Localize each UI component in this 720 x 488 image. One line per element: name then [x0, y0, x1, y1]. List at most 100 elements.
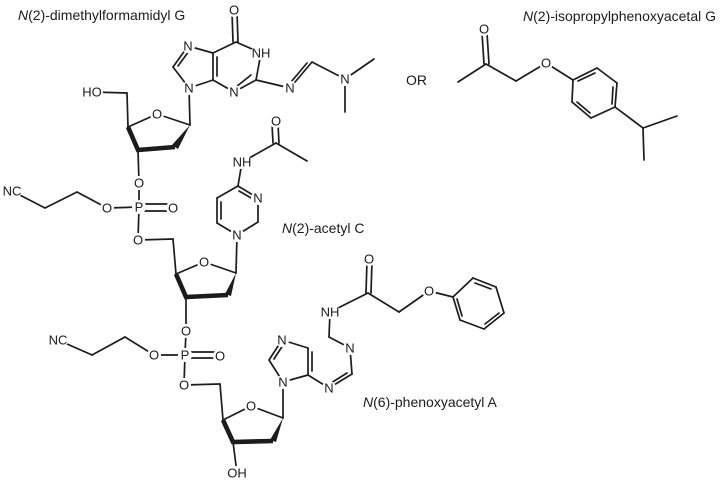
atom-label-mask [283, 81, 297, 95]
atom-label-mask [213, 349, 227, 363]
atom-label-o: O [246, 399, 256, 414]
caption-acetyl-c: N(2)-acetyl C [282, 220, 364, 236]
atom-label-mask [276, 375, 290, 389]
atom-label-o: O [215, 349, 225, 364]
atom-label-mask [539, 56, 553, 70]
bond-line [484, 312, 500, 325]
atom-label-nh: NH [321, 305, 340, 320]
bond-line [495, 286, 505, 314]
wedge-bond [225, 273, 236, 296]
atom-label-mask [422, 284, 436, 298]
bond-line [486, 32, 490, 65]
bond-line [474, 282, 492, 290]
atom-label-n: N [232, 228, 241, 243]
caption-isopropylphenoxyacetal-g: N(2)-isopropylphenoxyacetal G [523, 8, 716, 24]
atom-label-mask [322, 381, 336, 395]
atom-label-o: O [271, 114, 281, 129]
atom-label-mask [319, 305, 341, 319]
atom-label-mask [226, 466, 248, 480]
atom-label-n: N [183, 39, 192, 54]
bond-line [459, 319, 485, 330]
bond-line [172, 238, 177, 275]
atom-label-mask [244, 399, 258, 413]
atom-label-o: O [102, 201, 112, 216]
bond-line [611, 86, 614, 105]
atom-label-n: N [324, 381, 333, 396]
atom-label-mask [197, 255, 211, 269]
atom-label-o: O [364, 252, 374, 267]
bond-line [452, 296, 461, 321]
bond-line [596, 67, 618, 84]
bond-line [367, 292, 400, 313]
bond-line [212, 41, 237, 54]
atom-label-oh: OH [227, 466, 247, 481]
bond-line [590, 106, 616, 119]
bond-line [642, 127, 645, 161]
atom-label-o: O [134, 176, 144, 191]
atom-label-o: O [179, 378, 189, 393]
atom-label-mask [477, 22, 491, 36]
bond-line [485, 63, 517, 82]
atom-label-mask [132, 200, 146, 214]
bond-line [177, 50, 190, 67]
atom-label-o: O [133, 233, 143, 248]
bond-line [614, 82, 618, 108]
atom-label-o: O [199, 255, 209, 270]
bond-line [614, 106, 644, 129]
atom-label-p: P [135, 200, 144, 215]
atom-label-n: N [340, 72, 349, 87]
atom-label-mask [179, 324, 193, 338]
wedge-bond [270, 418, 283, 442]
bond-line [481, 32, 485, 65]
atom-label-mask [269, 114, 283, 128]
wedge-bond [172, 125, 190, 149]
atom-label-n: N [278, 375, 287, 390]
bond-line [365, 260, 368, 294]
caption-or: OR [406, 72, 427, 88]
atom-label-mask [47, 333, 69, 347]
atom-label-mask [343, 341, 357, 355]
atom-label-n: N [229, 85, 238, 100]
atom-label-o: O [152, 107, 162, 122]
atom-label-n: N [253, 191, 262, 206]
atom-label-nc: NC [3, 184, 22, 199]
atom-label-nc: NC [49, 333, 68, 348]
atom-label-n: N [184, 81, 193, 96]
atom-label-n: N [285, 81, 294, 96]
caption-dimethylformamidyl-g: N(2)-dimethylformamidyl G [18, 7, 185, 23]
bond-line [571, 79, 574, 103]
atom-label-o: O [229, 3, 239, 18]
bond-line [370, 260, 373, 294]
atom-label-mask [338, 72, 352, 86]
bond-line [273, 344, 284, 360]
bond-line [577, 72, 596, 82]
bond-line [219, 383, 224, 421]
atom-label-mask [250, 46, 272, 60]
bond-line [456, 298, 463, 317]
atom-label-mask [132, 176, 146, 190]
bond-line [271, 123, 274, 144]
atom-label-mask [182, 81, 196, 95]
bond-line [452, 277, 474, 298]
atom-label-mask [1, 184, 23, 198]
atom-label-o: O [149, 348, 159, 363]
atom-label-o: O [424, 284, 434, 299]
bond-line [330, 372, 348, 384]
bond-line [457, 63, 487, 83]
atom-label-mask [81, 85, 103, 99]
atom-label-nh: NH [252, 46, 271, 61]
bond-line [126, 92, 129, 128]
bold-bond-line [125, 126, 176, 153]
atom-label-mask [227, 3, 241, 17]
atom-label-n: N [277, 333, 286, 348]
bold-bond-line [220, 419, 274, 445]
bond-line [290, 62, 308, 83]
atom-label-mask [131, 233, 145, 247]
bond-line [571, 101, 592, 119]
atom-label-mask [178, 348, 192, 362]
bond-line [235, 74, 252, 88]
bond-line [238, 190, 254, 200]
